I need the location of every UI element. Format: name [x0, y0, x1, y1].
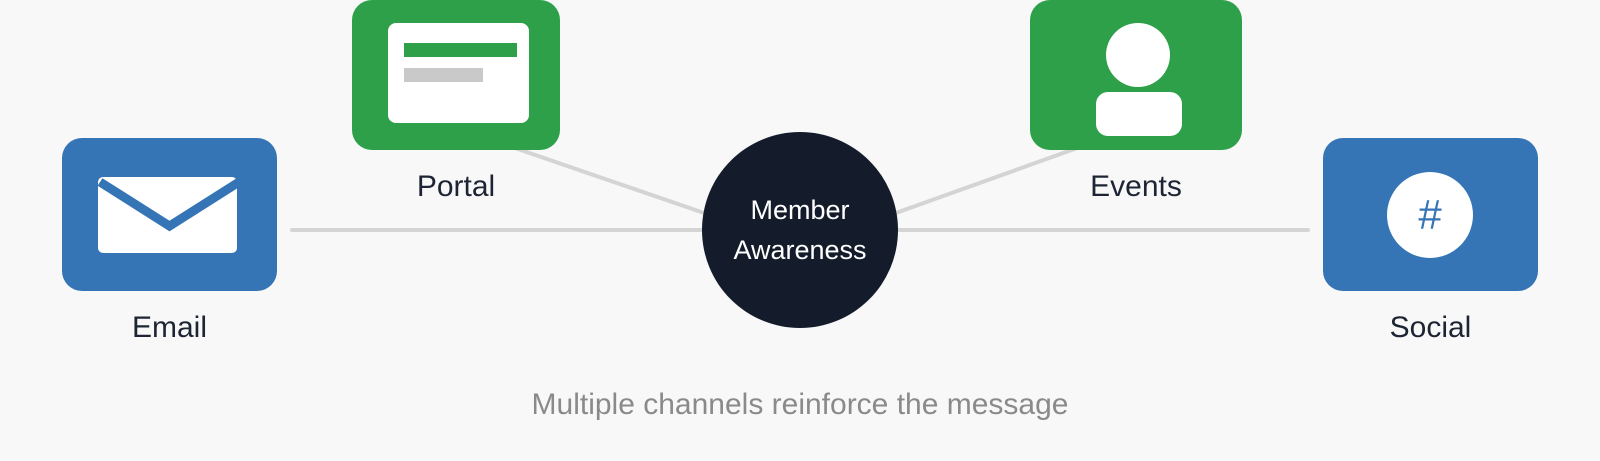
events-label: Events — [1090, 170, 1182, 203]
webpage-icon — [388, 23, 529, 123]
email-node — [62, 138, 277, 291]
portal-node — [352, 0, 560, 150]
caption: Multiple channels reinforce the message — [531, 388, 1069, 421]
hashtag-icon: # — [1387, 172, 1473, 258]
hub-text-line1: Member — [750, 195, 850, 225]
events-node — [1030, 0, 1242, 150]
portal-label: Portal — [416, 170, 496, 203]
envelope-icon — [97, 177, 242, 253]
member-awareness-hub: Member Awareness — [702, 132, 898, 328]
social-label: Social — [1389, 311, 1472, 344]
hashtag-glyph: # — [1418, 191, 1442, 238]
social-node: # — [1323, 138, 1538, 291]
person-icon — [1096, 23, 1182, 136]
hub-text: Member Awareness — [733, 190, 866, 270]
connector-portal-center — [510, 145, 709, 216]
hub-text-line2: Awareness — [733, 235, 867, 265]
email-label: Email — [131, 311, 207, 344]
connector-events-center — [891, 145, 1082, 216]
